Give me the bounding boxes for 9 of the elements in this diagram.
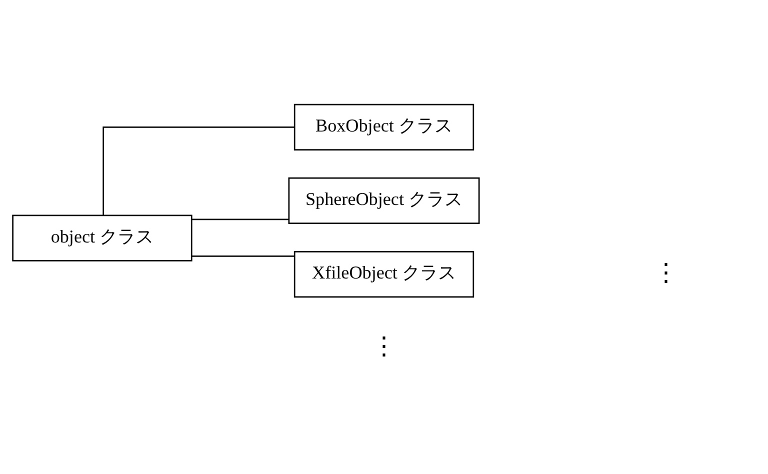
label: ⋮ — [653, 259, 678, 286]
node-box: BoxObject クラス — [294, 103, 474, 150]
node-box: object クラス — [12, 214, 192, 261]
connector — [192, 218, 289, 220]
node-box: SphereObject クラス — [288, 176, 480, 224]
label: ⋮ — [372, 332, 396, 360]
connector — [192, 255, 294, 256]
connector — [102, 126, 294, 215]
node-box: XfileObject クラス — [294, 250, 474, 298]
